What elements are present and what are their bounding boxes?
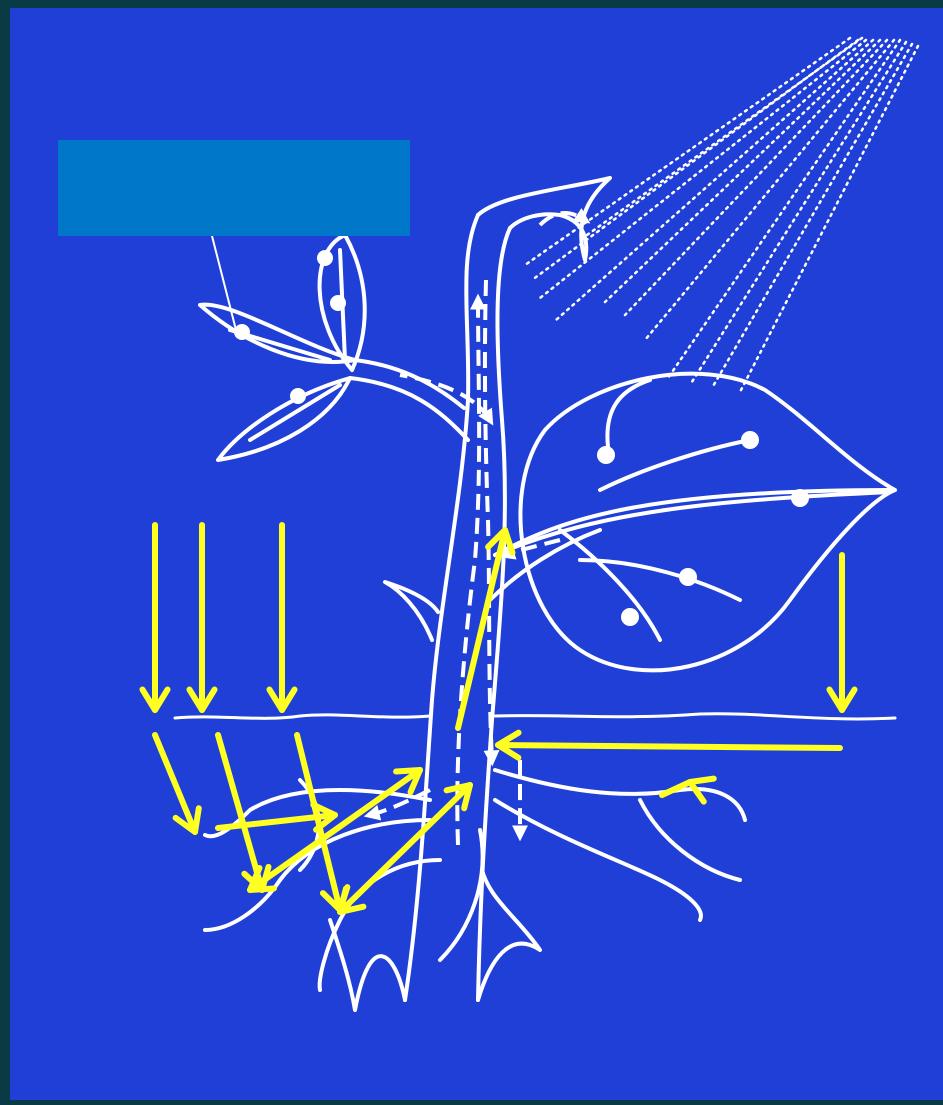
label-box: [58, 140, 410, 236]
